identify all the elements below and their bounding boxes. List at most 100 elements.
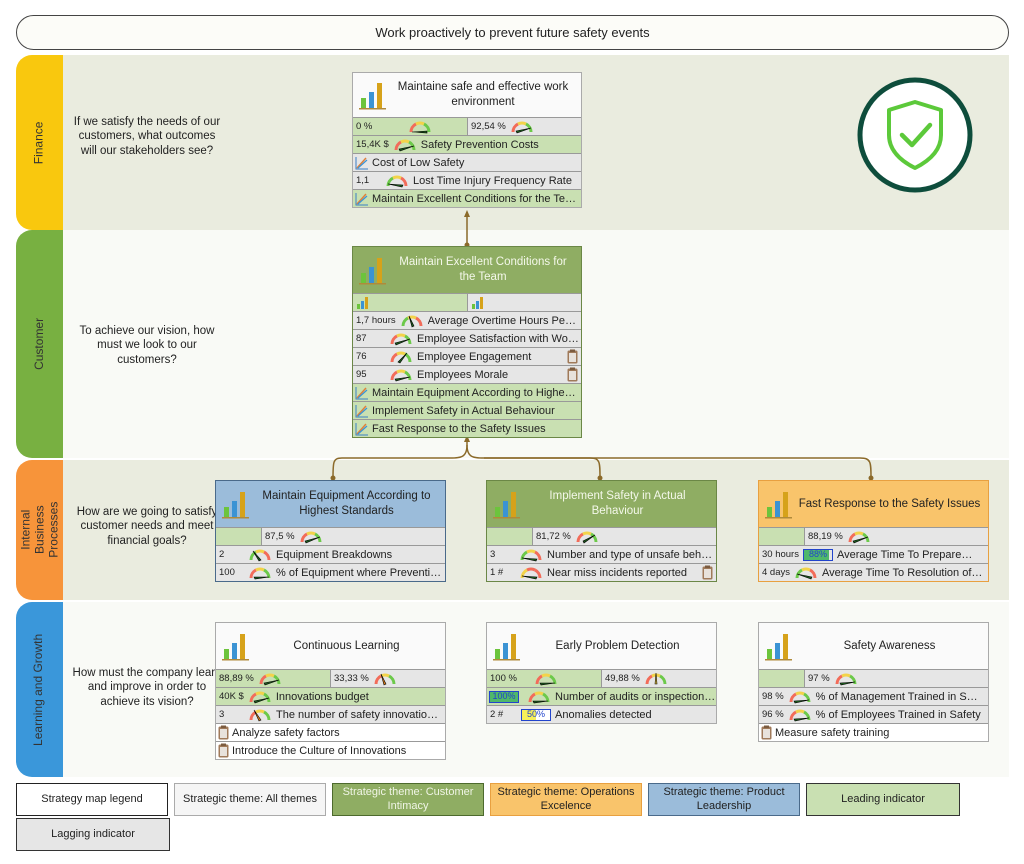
indicator-row[interactable]: 15,4K $Safety Prevention Costs	[353, 135, 581, 153]
gauge-icon	[795, 567, 817, 579]
progress-bar: 50%	[521, 708, 551, 721]
gauge-icon	[249, 549, 271, 561]
perspective-label: Customer	[31, 317, 46, 370]
initiative-row[interactable]: Analyze safety factors	[216, 723, 445, 741]
gauge-icon	[249, 691, 271, 703]
objective-title: Fast Response to the Safety Issues	[798, 497, 981, 510]
initiative-row[interactable]: Introduce the Culture of Innovations	[216, 741, 445, 759]
indicator-row[interactable]: Implement Safety in Actual Behaviour	[353, 401, 581, 419]
trend-icon	[355, 156, 368, 169]
objective-title: Maintain Equipment According to Highest …	[262, 490, 431, 517]
perspective-tab: Learning and Growth	[16, 602, 63, 777]
score-left: 0 %	[353, 118, 468, 135]
score-left	[353, 294, 468, 311]
objective-card-detection[interactable]: Early Problem Detection 100 % 49,88 % 10…	[486, 622, 717, 724]
legend-theme-product-leadership: Strategic theme: Product Leadership	[648, 783, 800, 816]
initiative-row[interactable]: Measure safety training	[759, 723, 988, 741]
bar-chart-icon	[357, 296, 368, 309]
bar-chart-icon	[472, 296, 483, 309]
perspective-label: Internal Business Processes	[17, 501, 60, 558]
clipboard-icon[interactable]	[567, 367, 578, 382]
indicator-row[interactable]: 100% of Equipment where Preventi…	[216, 563, 445, 581]
clipboard-icon[interactable]	[702, 565, 713, 580]
gauge-icon	[848, 531, 870, 543]
gauge-icon	[789, 691, 811, 703]
score-right: 97 %	[805, 670, 988, 687]
gauge-icon	[300, 531, 322, 543]
shield-check-icon	[857, 77, 973, 193]
indicator-row[interactable]: Maintain Equipment According to Highe…	[353, 383, 581, 401]
objective-card-response[interactable]: Fast Response to the Safety Issues 88,19…	[758, 480, 989, 582]
gauge-icon	[645, 672, 667, 684]
gauge-icon	[390, 333, 412, 345]
legend-theme-all: Strategic theme: All themes	[174, 783, 326, 816]
trend-icon	[355, 404, 368, 417]
score-right: 87,5 %	[262, 528, 445, 545]
indicator-row[interactable]: 100%Number of audits or inspection…	[487, 687, 716, 705]
progress-bar: 100%	[489, 690, 519, 703]
shield-check-badge	[855, 75, 975, 195]
indicator-row[interactable]: Fast Response to the Safety Issues	[353, 419, 581, 437]
objective-card-behaviour[interactable]: Implement Safety in Actual Behaviour 81,…	[486, 480, 717, 582]
gauge-icon	[520, 567, 542, 579]
legend-theme-operations-excellence: Strategic theme: Operations Excelence	[490, 783, 642, 816]
perspective-label: Learning and Growth	[31, 633, 46, 746]
indicator-row[interactable]: 2 #50%Anomalies detected	[487, 705, 716, 723]
indicator-row[interactable]: 98 %% of Management Trained in S…	[759, 687, 988, 705]
bar-chart-icon	[222, 634, 249, 661]
legend-title: Strategy map legend	[16, 783, 168, 816]
objective-card-awareness[interactable]: Safety Awareness 97 % 98 %% of Managemen…	[758, 622, 989, 742]
objective-card-equipment[interactable]: Maintain Equipment According to Highest …	[215, 480, 446, 582]
vision-banner: Work proactively to prevent future safet…	[16, 15, 1009, 50]
gauge-icon	[374, 673, 396, 685]
score-left	[759, 670, 805, 687]
gauge-icon	[249, 567, 271, 579]
bar-chart-icon	[359, 258, 386, 285]
gauge-icon	[249, 709, 271, 721]
gauge-icon	[409, 121, 431, 133]
perspective-tab: Finance	[16, 55, 63, 230]
indicator-row[interactable]: 40K $Innovations budget	[216, 687, 445, 705]
bar-chart-icon	[493, 634, 520, 661]
objective-card-finance[interactable]: Maintaine safe and effective work enviro…	[352, 72, 582, 208]
objective-card-learning[interactable]: Continuous Learning 88,89 % 33,33 % 40K …	[215, 622, 446, 760]
indicator-row[interactable]: 1 #Near miss incidents reported	[487, 563, 716, 581]
indicator-row[interactable]: Maintain Excellent Conditions for the Te…	[353, 189, 581, 207]
score-left: 88,89 %	[216, 670, 331, 687]
bar-chart-icon	[765, 492, 792, 519]
legend-theme-customer-intimacy: Strategic theme: Customer Intimacy	[332, 783, 484, 816]
trend-icon	[355, 386, 368, 399]
objective-card-customer[interactable]: Maintain Excellent Conditions for the Te…	[352, 246, 582, 438]
trend-icon	[355, 422, 368, 435]
objective-title: Maintain Excellent Conditions for the Te…	[399, 256, 567, 283]
perspective-question: If we satisfy the needs of our customers…	[73, 116, 221, 157]
gauge-icon	[394, 139, 416, 151]
gauge-icon	[576, 531, 598, 543]
gauge-icon	[835, 673, 857, 685]
bar-chart-icon	[359, 83, 386, 110]
legend-lagging-indicator: Lagging indicator	[16, 818, 170, 851]
indicator-row[interactable]: Cost of Low Safety	[353, 153, 581, 171]
score-right: 88,19 %	[805, 528, 988, 545]
score-right: 49,88 %	[602, 670, 716, 687]
perspective-question: To achieve our vision, how must we look …	[79, 325, 215, 366]
perspective-tab: Customer	[16, 230, 63, 458]
score-left	[216, 528, 262, 545]
indicator-row[interactable]: 96 %% of Employees Trained in Safety	[759, 705, 988, 723]
objective-title: Safety Awareness	[843, 639, 936, 652]
progress-bar: 88%	[802, 548, 833, 561]
score-left	[759, 528, 805, 545]
trend-icon	[355, 192, 368, 205]
clipboard-icon[interactable]	[567, 349, 578, 364]
score-right: 81,72 %	[533, 528, 716, 545]
